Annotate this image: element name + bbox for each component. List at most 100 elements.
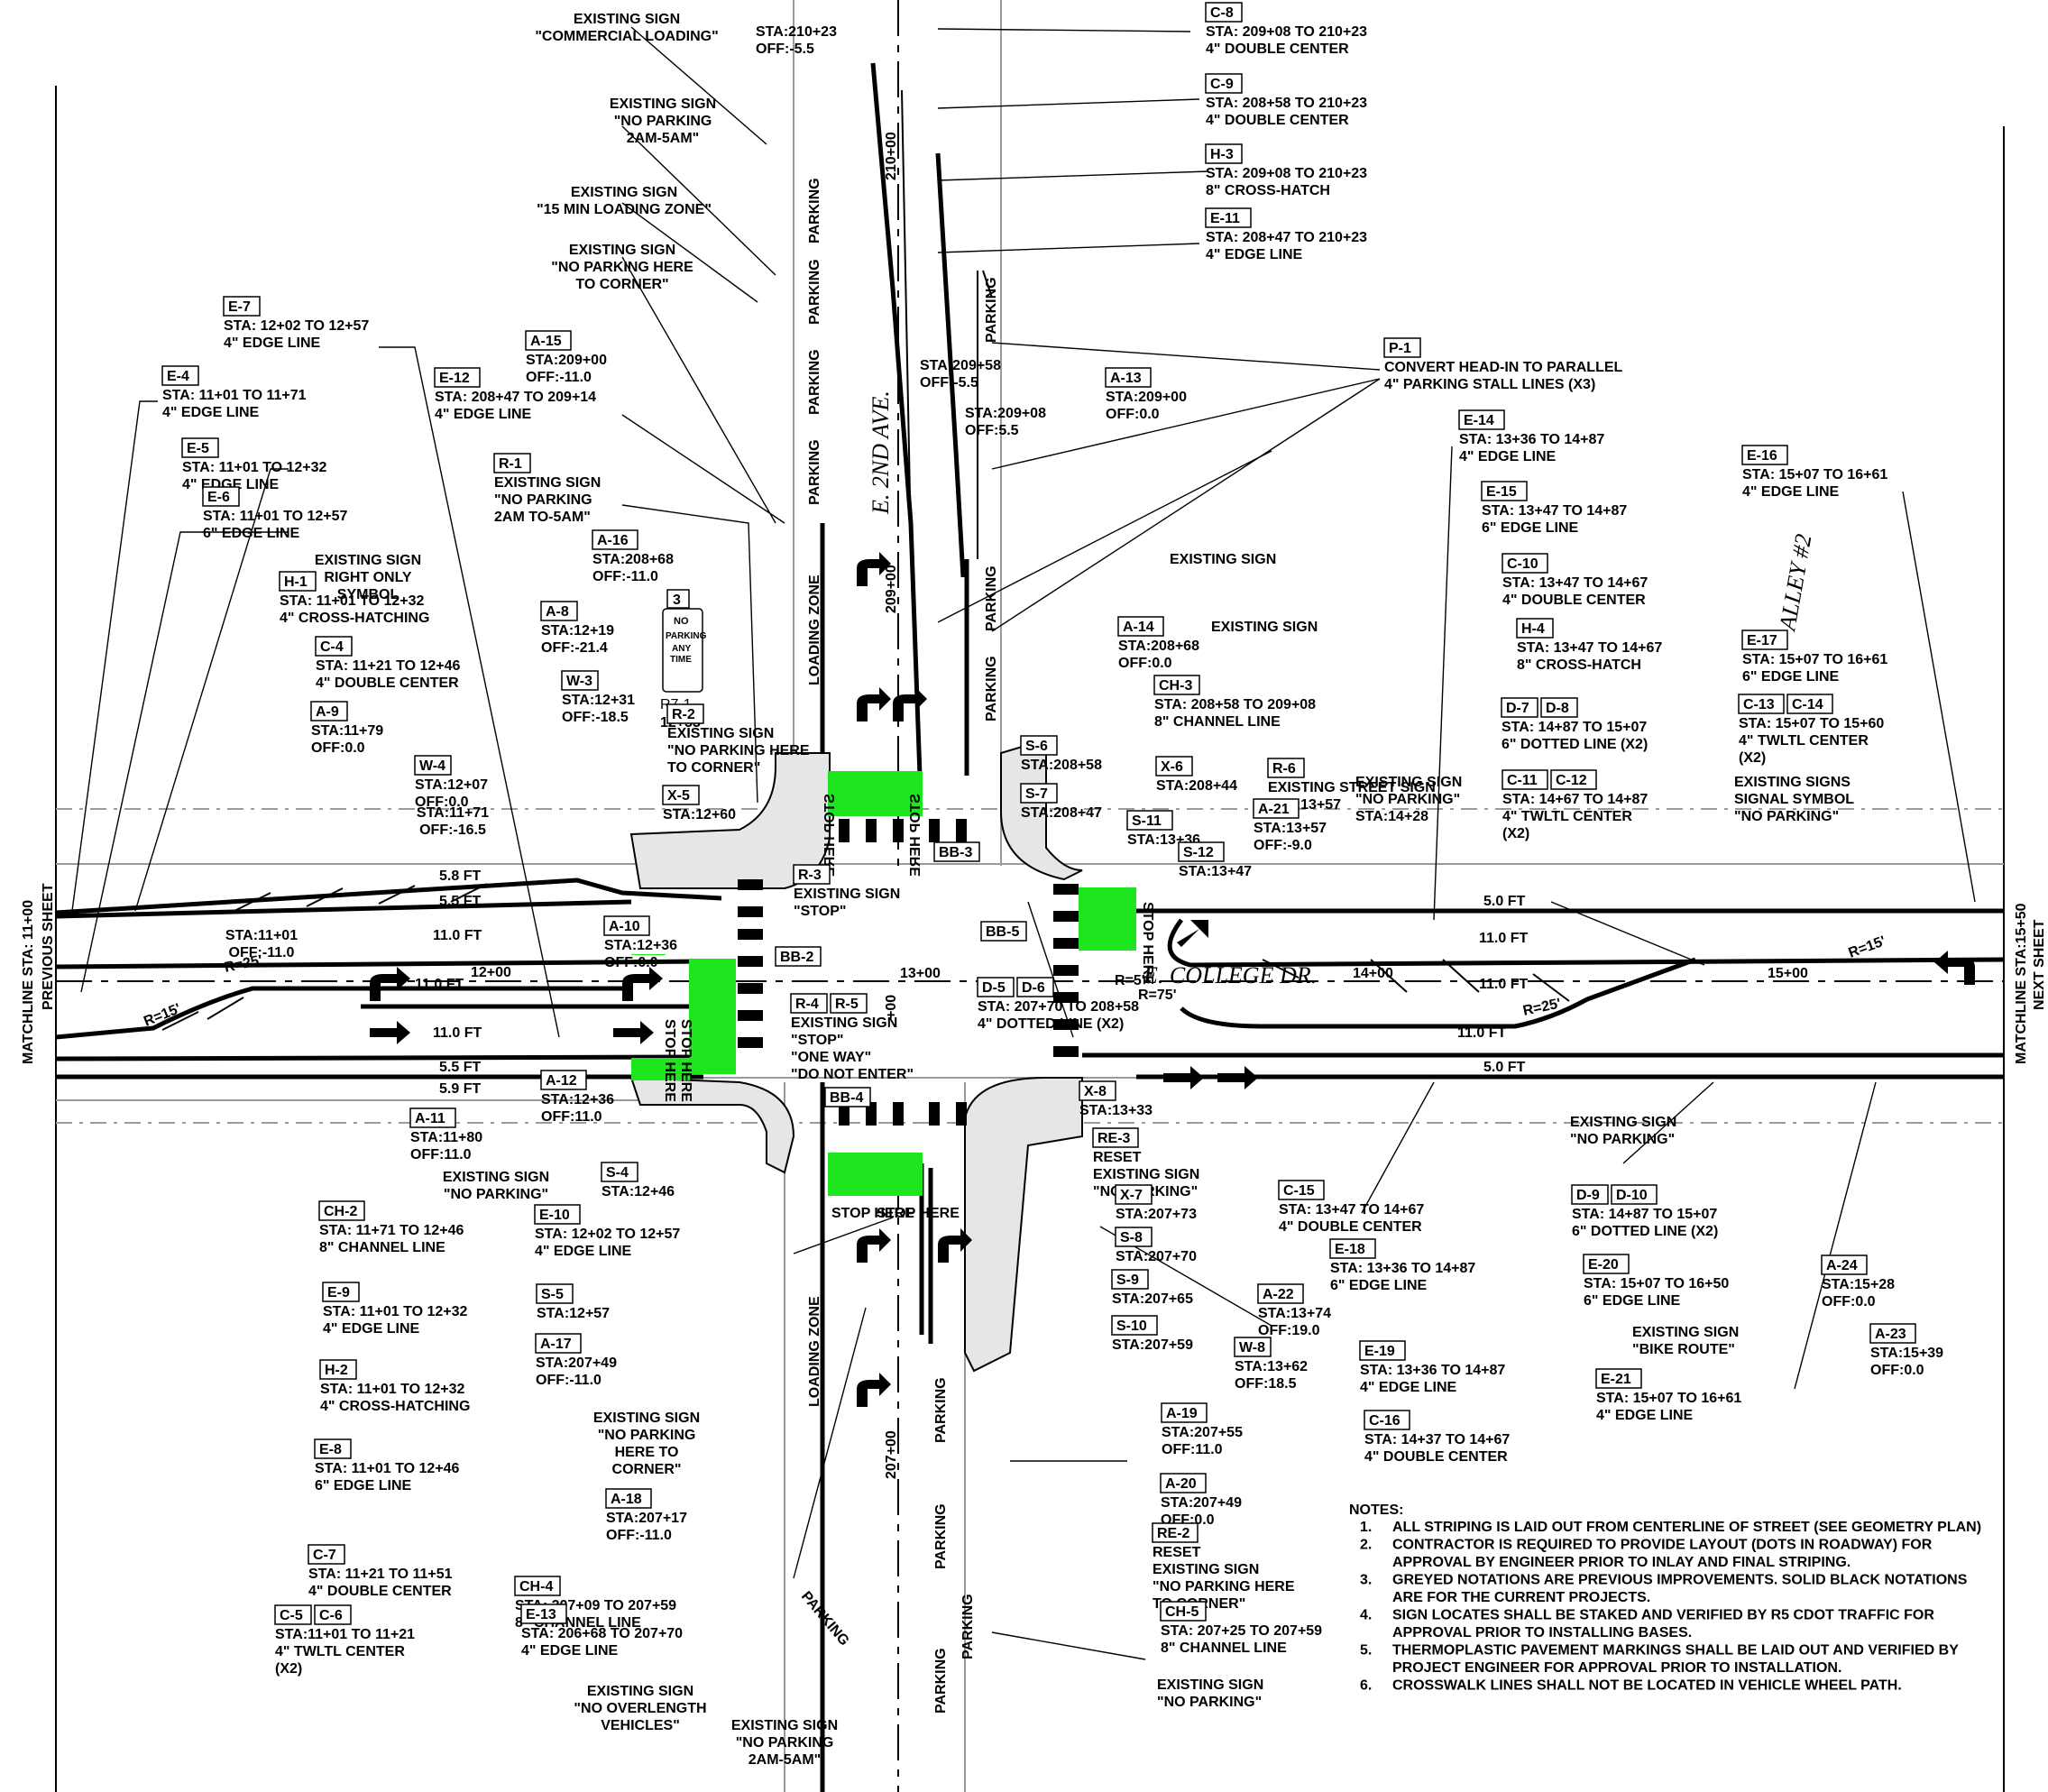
callout-tag-box [1786,694,1833,714]
callout-tag: X-5 [667,788,690,804]
callout-line: OFF:11.0 [410,1147,472,1163]
note-text: THERMOPLASTIC PAVEMENT MARKINGS SHALL BE… [1392,1643,1959,1659]
callout-tag: C-15 [1283,1183,1315,1199]
callout-bb-3: BB-3 [933,841,980,862]
callout-line: STA: 11+01 TO 11+71 [162,388,307,403]
callout-right-note-59: EXISTING SIGN"NO PARKING" [1157,1677,1263,1710]
callout-tag: E-21 [1601,1372,1631,1387]
callout-line: 4" DOUBLE CENTER [1279,1219,1422,1235]
callout-tag-box [1205,73,1243,94]
matchline-left-2: PREVIOUS SHEET [41,883,56,1010]
callout-line: 4" EDGE LINE [1459,449,1556,464]
width-label: 11.0 FT [1479,977,1528,992]
street-labels: E. 2ND AVE. E. COLLEGE DR. ALLEY #2 MATC… [21,132,2047,1714]
callout-tag-box [1253,798,1300,819]
callout-tag: S-4 [606,1165,629,1181]
pavement-word-stop-here: STOP HERE [877,1206,960,1221]
callout-line: "NO PARKING" [444,1187,548,1202]
callout-line: EXISTING SIGN [610,96,716,112]
callout-tag: D-8 [1546,701,1569,716]
callout-line: RESET [1153,1545,1201,1560]
callout-tag: S-7 [1025,786,1048,802]
callout-tag-box [1583,1254,1630,1274]
callout-tag-box [434,367,481,388]
callout-line: STA: 11+01 TO 12+32 [182,460,327,475]
callout-line: STA:12+19 [541,623,614,639]
callout-tag: R-1 [499,456,522,472]
thermoplastic-markings [631,771,1136,1196]
pavement-word-parking: PARKING [807,439,822,505]
callout-line: OFF:-11.0 [229,945,295,960]
callout-line: OFF:0.0 [1822,1294,1876,1310]
callout-line: 6" DOTTED LINE (X2) [1502,737,1648,752]
note-number: 2. [1360,1538,1372,1553]
callout-line: STA:208+44 [1156,778,1237,794]
width-label: 5.5 FT [439,1060,481,1075]
callout-line: 4" DOUBLE CENTER [1502,593,1646,608]
callout-line: STA:209+58 [920,358,1001,373]
callout-tag: BB-5 [986,924,1019,940]
through-arrow-icon [370,1021,410,1044]
callout-tag: E-19 [1364,1344,1395,1359]
callout-tag: A-12 [546,1073,577,1089]
pavement-word-parking: PARKING [984,656,999,721]
callout-tag-box [830,993,868,1014]
callout-line: "NO PARKING" [1570,1132,1675,1147]
callout-tag: H-2 [325,1363,348,1378]
callout-line: 4" EDGE LINE [323,1321,419,1337]
callout-tag: S-6 [1025,739,1048,754]
callout-line: STA:15+39 [1870,1346,1943,1361]
callout-line: OFF:5.5 [965,423,1019,438]
callout-line: STA:208+68 [1118,639,1199,654]
callout-line: 6" EDGE LINE [315,1478,411,1493]
pavement-word-parking: PARKING [960,1594,976,1659]
pavement-word-stop-here: STOP HERE [908,794,923,877]
callout-line: STA:210+23 [756,24,837,40]
callout-tag: S-11 [1132,813,1162,829]
callout-line: STA:12+31 [562,693,635,708]
callout-tag-box [1383,337,1421,358]
callout-line: 6" EDGE LINE [203,526,299,541]
callout-tag: C-16 [1369,1413,1401,1429]
street-name-college-dr: E. COLLEGE DR. [1143,962,1317,988]
callout-line: OFF:18.5 [1235,1376,1297,1392]
callout-tag: RE-3 [1097,1131,1131,1146]
callout-tag-box [540,1070,587,1090]
callout-tag-box [1267,758,1305,778]
callout-tag: H-4 [1521,621,1545,637]
callout-line: OFF:-21.4 [541,640,608,656]
callout-line: 4" TWLTL CENTER [1502,809,1632,824]
callout-line: TO CORNER" [667,760,760,776]
callout-line: EXISTING SIGN [569,243,675,258]
callout-tag-box [1092,1127,1139,1148]
callout-line: STA:13+62 [1235,1359,1308,1374]
callout-line: STA:207+49 [536,1355,617,1371]
callout-line: STA:12+46 [602,1184,675,1199]
callout-tag: C-5 [280,1608,303,1623]
callout-line: STA: 13+47 TO 14+87 [1482,503,1627,519]
callout-tag-box [315,636,353,657]
callout-tag-box [1595,1368,1642,1389]
callout-tag-box [525,330,572,351]
callout-line: STA:11+01 [225,928,298,943]
callout-tag-box [1278,1180,1325,1200]
